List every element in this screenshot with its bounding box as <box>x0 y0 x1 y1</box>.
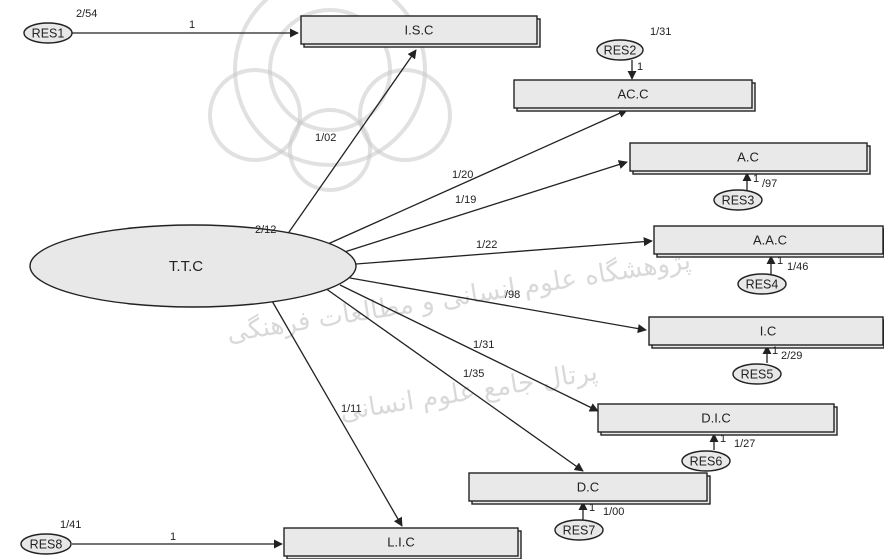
res8-variance: 1/41 <box>60 519 81 531</box>
residual-paths <box>72 28 776 549</box>
path-ttc-ac <box>334 160 628 256</box>
box-ic-label: I.C <box>760 323 777 338</box>
loading-lic: 1/11 <box>341 403 362 415</box>
node-res8: RES8 <box>20 533 72 555</box>
res5-variance: 2/29 <box>781 350 802 362</box>
res7-path-coef: 1 <box>589 502 595 514</box>
node-res4: RES4 <box>737 273 787 295</box>
node-res3-label: RES3 <box>722 193 755 207</box>
loading-acc: 1/20 <box>452 169 473 181</box>
box-acc: AC.C <box>513 79 756 112</box>
node-res6-label: RES6 <box>690 454 723 468</box>
path-ttc-dic <box>339 284 599 412</box>
box-isc-label: I.S.C <box>405 22 434 37</box>
node-res5-label: RES5 <box>741 367 774 381</box>
box-ic: I.C <box>648 316 884 349</box>
box-dc: D.C <box>468 472 711 505</box>
res2-variance: 1/31 <box>650 26 671 38</box>
res6-variance: 1/27 <box>734 438 755 450</box>
box-dic: D.I.C <box>597 403 838 436</box>
res2-path-coef: 1 <box>637 61 643 73</box>
box-aac: A.A.C <box>653 225 884 258</box>
path-ttc-dc <box>324 287 584 472</box>
res7-variance: 1/00 <box>603 506 624 518</box>
box-aac-label: A.A.C <box>753 232 787 247</box>
node-res1: RES1 <box>23 22 73 44</box>
node-ttc: T.T.C <box>29 224 357 308</box>
box-ac: A.C <box>629 142 871 175</box>
box-ac-label: A.C <box>737 149 759 164</box>
loading-paths <box>267 49 653 527</box>
node-res2: RES2 <box>596 39 644 61</box>
ttc-variance-label: 2/12 <box>255 224 276 236</box>
node-res4-label: RES4 <box>746 277 779 291</box>
node-res1-label: RES1 <box>32 26 65 40</box>
loading-ac: 1/19 <box>455 194 476 206</box>
res4-path-coef: 1 <box>777 255 783 267</box>
res8-path-coef: 1 <box>170 531 176 543</box>
box-acc-label: AC.C <box>617 86 648 101</box>
box-dic-label: D.I.C <box>701 410 731 425</box>
res3-variance: /97 <box>762 178 777 190</box>
box-isc: I.S.C <box>300 15 541 48</box>
loading-dc: 1/35 <box>463 368 484 380</box>
box-lic-label: L.I.C <box>387 534 414 549</box>
box-dc-label: D.C <box>577 479 599 494</box>
node-ttc-label: T.T.C <box>169 258 203 275</box>
watermark-logo <box>208 0 452 192</box>
loading-dic: 1/31 <box>473 339 494 351</box>
res1-variance: 2/54 <box>76 8 97 20</box>
node-res3: RES3 <box>713 189 763 211</box>
res1-path-coef: 1 <box>189 19 195 31</box>
node-res5: RES5 <box>732 363 782 385</box>
path-ttc-isc <box>279 49 417 246</box>
path-ttc-acc <box>309 109 628 253</box>
path-ttc-ic <box>349 277 647 334</box>
res6-path-coef: 1 <box>720 433 726 445</box>
node-res2-label: RES2 <box>604 43 637 57</box>
loading-aac: 1/22 <box>476 239 497 251</box>
loading-ic: /98 <box>505 289 520 301</box>
node-res7-label: RES7 <box>563 523 596 537</box>
path-ttc-lic <box>267 293 403 527</box>
node-res7: RES7 <box>554 519 604 541</box>
node-res6: RES6 <box>681 450 731 472</box>
box-lic: L.I.C <box>283 527 522 559</box>
path-ttc-aac <box>355 237 653 265</box>
loading-isc: 1/02 <box>315 132 336 144</box>
res5-path-coef: 1 <box>772 345 778 357</box>
res3-path-coef: 1 <box>753 173 759 185</box>
res4-variance: 1/46 <box>787 261 808 273</box>
node-res8-label: RES8 <box>30 537 63 551</box>
